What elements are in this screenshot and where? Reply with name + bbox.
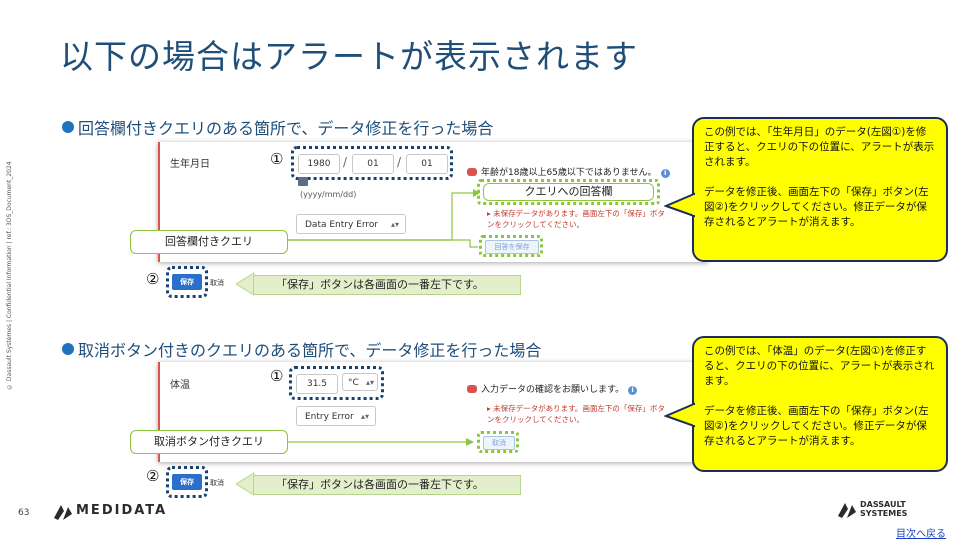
- bullet-icon: [62, 121, 74, 133]
- info-icon[interactable]: i: [628, 386, 638, 395]
- marker-1: ①: [270, 367, 284, 385]
- answer-query-label: 回答欄付きクエリ: [130, 230, 288, 254]
- dassault-logo: DASSAULT SYSTEMES: [836, 497, 926, 523]
- reason-select-value: Data Entry Error: [305, 220, 379, 230]
- highlight-date-field: [291, 146, 453, 180]
- query-message: 入力データの確認をお願いします。i: [467, 382, 638, 395]
- section2-heading: 取消ボタン付きのクエリのある箇所で、データ修正を行った場合: [62, 337, 541, 361]
- highlight-save-button: [166, 266, 208, 298]
- cancel-query-label: 取消ボタン付きクエリ: [130, 430, 288, 454]
- dassault-logo-text: DASSAULT SYSTEMES: [860, 500, 907, 518]
- reason-select[interactable]: Entry Error ▴▾: [296, 406, 376, 426]
- save-button[interactable]: 保存: [172, 274, 202, 290]
- info-icon[interactable]: i: [660, 169, 670, 178]
- day-input[interactable]: 01: [406, 154, 448, 174]
- connector-lines-1: [287, 189, 480, 248]
- reason-select[interactable]: Data Entry Error ▴▾: [296, 214, 406, 234]
- month-input[interactable]: 01: [352, 154, 394, 174]
- query-text: 入力データの確認をお願いします。: [481, 385, 625, 395]
- query-text: 年齢が18歳以上65歳以下ではありません。: [481, 168, 657, 178]
- unsaved-warning: ▸ 未保存データがあります。画面左下の「保存」ボタンをクリックしてください。: [487, 209, 665, 229]
- unit-select-value: °C: [348, 378, 359, 388]
- callout-pointer-1: [664, 192, 696, 218]
- highlight-save-button: [166, 466, 208, 498]
- highlight-answer-save: [479, 235, 543, 257]
- date-separator: /: [343, 155, 348, 169]
- explanation-callout-2: この例では、「体温」のデータ(左図①)を修正すると、クエリの下の位置に、アラート…: [692, 336, 948, 472]
- date-separator: /: [397, 155, 402, 169]
- marker-2: ②: [146, 467, 160, 485]
- select-arrow-icon: ▴▾: [390, 220, 399, 229]
- date-format-hint: (yyyy/mm/dd): [300, 190, 357, 199]
- query-cancel-button[interactable]: 取消: [483, 436, 515, 450]
- reason-select-value: Entry Error: [305, 412, 354, 422]
- 3ds-logo-icon: [838, 503, 856, 518]
- highlight-answer-field: [477, 179, 660, 205]
- speech-bubble-icon: [467, 168, 477, 176]
- medidata-logo-text: MEDIDATA: [76, 503, 168, 518]
- connector-line-2: [287, 438, 474, 446]
- dassault-logo-line2: SYSTEMES: [860, 509, 908, 518]
- confidential-note: © Dassault Systèmes | Confidential Infor…: [6, 161, 13, 390]
- speech-bubble-icon: [467, 385, 477, 393]
- section1-heading-text: 回答欄付きクエリのある箇所で、データ修正を行った場合: [78, 119, 494, 138]
- unsaved-warning: ▸ 未保存データがあります。画面左下の「保存」ボタンをクリックしてください。: [487, 404, 665, 424]
- calendar-icon[interactable]: [298, 177, 308, 186]
- field-label-temperature: 体温: [170, 380, 190, 391]
- unit-select[interactable]: °C ▴▾: [342, 373, 378, 391]
- marker-1: ①: [270, 150, 284, 168]
- save-hint-arrow: 「保存」ボタンは各画面の一番左下です。: [253, 475, 521, 495]
- answer-save-button[interactable]: 回答を保存: [485, 240, 539, 254]
- year-input[interactable]: 1980: [298, 154, 340, 174]
- page-number: 63: [18, 508, 30, 518]
- marker-2: ②: [146, 270, 160, 288]
- callout-pointer-2: [664, 402, 696, 428]
- cancel-button[interactable]: 取消: [210, 279, 224, 287]
- save-button[interactable]: 保存: [172, 474, 202, 490]
- section2-heading-text: 取消ボタン付きのクエリのある箇所で、データ修正を行った場合: [78, 341, 542, 360]
- page-title: 以下の場合はアラートが表示されます: [60, 37, 638, 76]
- select-arrow-icon: ▴▾: [360, 412, 369, 421]
- section1-heading: 回答欄付きクエリのある箇所で、データ修正を行った場合: [62, 115, 493, 139]
- query-message: 年齢が18歳以上65歳以下ではありません。i: [467, 165, 670, 178]
- select-arrow-icon: ▴▾: [365, 378, 374, 387]
- answer-field[interactable]: クエリへの回答欄: [483, 183, 654, 201]
- bullet-icon: [62, 343, 74, 355]
- temperature-input[interactable]: 31.5: [296, 374, 338, 394]
- highlight-query-cancel: [477, 431, 519, 453]
- dassault-logo-line1: DASSAULT: [860, 500, 906, 509]
- save-hint-arrow: 「保存」ボタンは各画面の一番左下です。: [253, 275, 521, 295]
- 3ds-logo-icon: [54, 505, 72, 520]
- field-label-birthdate: 生年月日: [170, 159, 210, 170]
- back-to-toc-link[interactable]: 目次へ戻る: [896, 529, 946, 540]
- highlight-temperature-field: [289, 366, 384, 400]
- cancel-button[interactable]: 取消: [210, 479, 224, 487]
- explanation-callout-1: この例では、「生年月日」のデータ(左図①)を修正すると、クエリの下の位置に、アラ…: [692, 117, 948, 262]
- medidata-logo: MEDIDATA: [52, 500, 172, 524]
